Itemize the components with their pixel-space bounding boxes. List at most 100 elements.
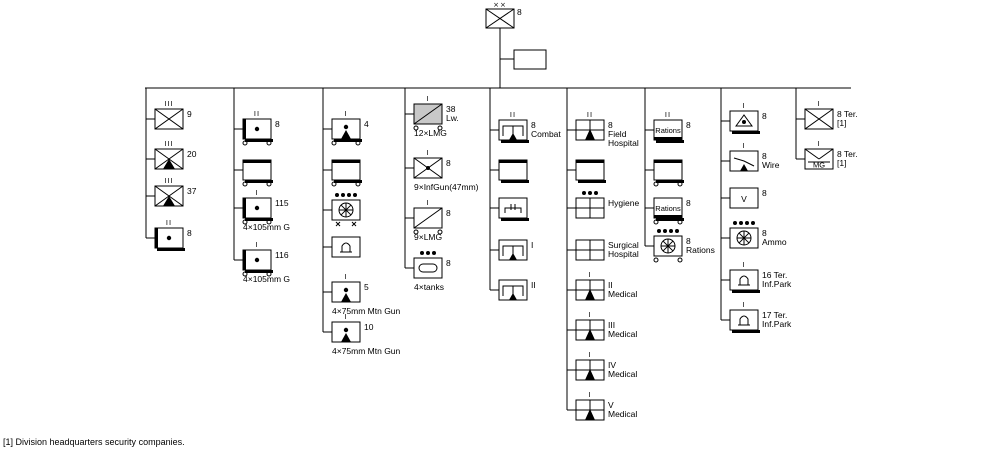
unit-symbol: II8	[146, 219, 192, 251]
unit-number: 8	[686, 120, 691, 130]
unit-sub: Inf.Park	[762, 279, 792, 289]
unit-number: 4	[364, 119, 369, 129]
unit-sub: Medical	[608, 329, 637, 339]
unit-number: 8	[187, 228, 192, 238]
echelon-label: I	[742, 301, 745, 309]
unit-number: 37	[187, 186, 197, 196]
v-label: V	[741, 194, 747, 204]
unit-symbol: I8 Ter.[1]	[796, 100, 858, 130]
unit-symbol: I17 Ter.Inf.Park	[721, 301, 792, 333]
echelon-label: I	[344, 273, 347, 281]
echelon-label: I	[742, 261, 745, 269]
tank-track-icon	[418, 263, 438, 273]
shadow-bar	[578, 180, 606, 183]
shadow-bar	[334, 180, 362, 183]
shadow-bar	[245, 218, 273, 221]
wheel-small-icon	[331, 181, 337, 187]
bell-icon	[738, 275, 750, 286]
unit-symbol: I16 Ter.Inf.Park	[721, 261, 792, 293]
wheel-spoke	[738, 232, 750, 244]
unit-sub: [1]	[837, 158, 846, 168]
unit-symbol	[490, 159, 529, 183]
infantry-cross-icon	[804, 108, 834, 130]
echelon-label: I	[426, 149, 429, 157]
side-bar	[243, 250, 246, 270]
shadow-bar	[656, 180, 684, 183]
wheel-small-icon	[266, 140, 272, 146]
wheel-spoke	[662, 240, 674, 252]
unit-number: 9	[187, 109, 192, 119]
unit-symbol: I89×LMG	[405, 199, 451, 242]
unit-number: 116	[275, 250, 289, 260]
strength-dot-icon	[335, 193, 339, 197]
strength-dot-icon	[420, 251, 424, 255]
box-text: Rations	[655, 126, 681, 135]
mg-icon	[818, 148, 834, 160]
echelon-label: I	[255, 189, 258, 197]
unit-number: II	[608, 280, 613, 290]
column-landwehr: I38Lw.12×LMGI89×InfGun(47mm)I89×LMG84×ta…	[404, 88, 479, 292]
unit-sub: Medical	[608, 289, 637, 299]
signal-dot-icon	[742, 120, 746, 124]
mountain-icon	[740, 164, 748, 171]
mountain-icon	[509, 253, 517, 260]
artillery-dot-icon	[254, 205, 260, 211]
echelon-label: I	[588, 391, 591, 399]
unit-number: 8 Ter.	[837, 109, 858, 119]
echelon-label: I	[588, 351, 591, 359]
echelon-label: ××	[493, 1, 507, 9]
wheel-small-icon	[653, 257, 659, 263]
unit-number: III	[608, 320, 615, 330]
wheel-small-icon	[437, 229, 443, 235]
shadow-bar	[501, 140, 529, 143]
unit-note: 4×105mm G	[243, 274, 290, 284]
strength-dot-icon	[745, 221, 749, 225]
echelon-label: II	[665, 111, 671, 119]
unit-number: I	[531, 240, 533, 250]
unit-number: 8	[446, 258, 451, 268]
echelon-label: I	[426, 199, 429, 207]
mg-icon	[804, 148, 820, 160]
strength-dot-icon	[582, 191, 586, 195]
unit-number: V	[608, 400, 614, 410]
unit-number: 8	[686, 198, 691, 208]
shadow-bar	[656, 218, 684, 221]
unit-symbol	[323, 193, 361, 227]
unit-number: 8	[762, 228, 767, 238]
unit-number: 8	[446, 158, 451, 168]
side-bar	[243, 198, 246, 218]
mountain-icon	[163, 196, 175, 206]
unit-sub: Wire	[762, 160, 780, 170]
unit-symbol: I	[490, 239, 533, 261]
unit-sub: Rations	[686, 245, 715, 255]
echelon-label: I	[255, 241, 258, 249]
header-bar	[576, 160, 604, 163]
strength-dot-icon	[426, 251, 430, 255]
unit-symbol: V8	[721, 187, 767, 209]
artillery-dot-icon	[343, 287, 349, 293]
echelon-label: I	[742, 142, 745, 150]
unit-box	[729, 309, 759, 331]
slash-icon	[413, 103, 443, 125]
artillery-dot-icon	[343, 124, 349, 130]
unit-number: 8	[686, 236, 691, 246]
unit-symbol: Hygiene	[567, 191, 639, 219]
base-bar	[654, 137, 682, 140]
unit-number: 17 Ter.	[762, 310, 787, 320]
mountain-icon	[585, 369, 595, 380]
strength-dot-icon	[341, 193, 345, 197]
unit-number: Hygiene	[608, 198, 639, 208]
wheel-small-icon	[242, 219, 248, 225]
shadow-bar	[245, 180, 273, 183]
mountain-icon	[341, 130, 351, 139]
column-medical: II8FieldHospitalHygieneSurgicalHospitalI…	[566, 88, 639, 421]
